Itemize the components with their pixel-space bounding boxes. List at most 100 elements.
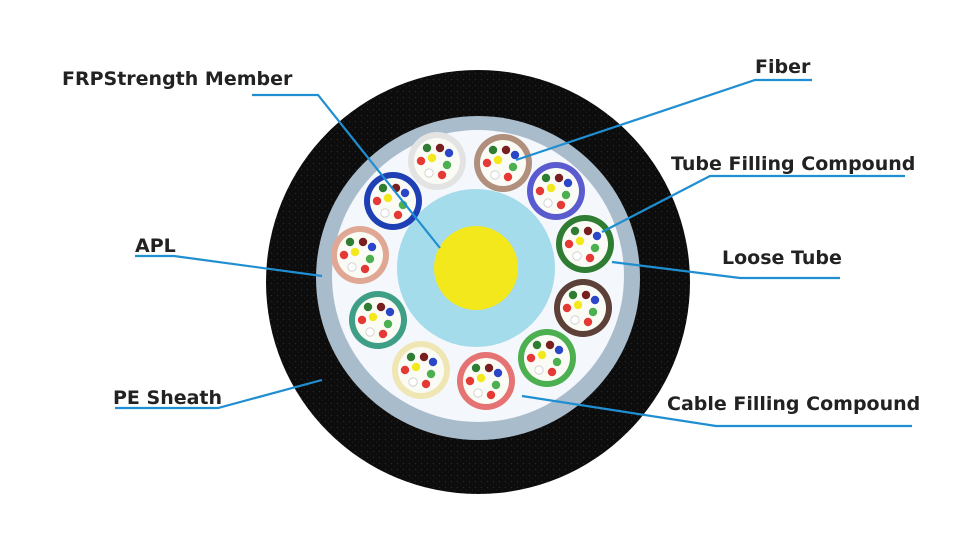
leader-apl [135, 254, 323, 278]
fiber [572, 251, 582, 261]
fiber [347, 262, 357, 272]
fiber [400, 188, 410, 198]
fiber [406, 352, 416, 362]
fiber [442, 160, 452, 170]
loose-tube [457, 352, 515, 410]
fiber [471, 363, 481, 373]
fiber [484, 363, 494, 373]
fiber [510, 150, 520, 160]
fiber [583, 226, 593, 236]
loose-tube [518, 329, 576, 387]
leader-fiber [515, 78, 812, 162]
frp-strength-member [434, 226, 518, 310]
leader-tube-filling [601, 174, 905, 233]
fiber [554, 345, 564, 355]
fiber [592, 231, 602, 241]
fiber [534, 365, 544, 375]
fiber [526, 353, 536, 363]
fiber [427, 153, 437, 163]
fiber [581, 290, 591, 300]
fiber [473, 388, 483, 398]
fiber [411, 362, 421, 372]
fiber [419, 352, 429, 362]
loose-tube [554, 279, 612, 337]
fiber [424, 168, 434, 178]
loose-tube [408, 132, 466, 190]
fiber [585, 253, 595, 263]
fiber [339, 250, 349, 260]
fiber [422, 143, 432, 153]
fiber [564, 239, 574, 249]
fiber [575, 236, 585, 246]
fiber [561, 190, 571, 200]
fiber [372, 196, 382, 206]
leader-cable-filling [521, 394, 912, 428]
leader-loose-tube [611, 260, 840, 280]
label-cable-filling-compound: Cable Filling Compound [667, 393, 920, 415]
label-fiber: Fiber [755, 56, 811, 78]
fiber [570, 226, 580, 236]
fiber [543, 198, 553, 208]
fiber [541, 173, 551, 183]
fiber [535, 186, 545, 196]
fiber [428, 357, 438, 367]
fiber [583, 317, 593, 327]
label-pe-sheath: PE Sheath [113, 387, 222, 409]
loose-tube [364, 172, 422, 230]
fiber [426, 369, 436, 379]
fiber [365, 327, 375, 337]
loose-tube [527, 162, 585, 220]
fiber [501, 145, 511, 155]
fiber [376, 302, 386, 312]
fiber [590, 243, 600, 253]
label-frp-strength-member: FRPStrength Member [62, 68, 293, 90]
fiber [537, 350, 547, 360]
fiber [570, 315, 580, 325]
fiber [360, 264, 370, 274]
fiber [488, 145, 498, 155]
fiber [552, 357, 562, 367]
fiber [563, 178, 573, 188]
fiber [383, 193, 393, 203]
loose-tube [349, 291, 407, 349]
fiber [562, 303, 572, 313]
fiber [437, 170, 447, 180]
fiber [350, 247, 360, 257]
fiber [590, 295, 600, 305]
fiber [556, 200, 566, 210]
fiber [465, 376, 475, 386]
fiber [545, 340, 555, 350]
label-apl: APL [135, 235, 176, 257]
fiber [573, 300, 583, 310]
fiber [393, 210, 403, 220]
fiber [588, 307, 598, 317]
fiber [408, 377, 418, 387]
cable-body [266, 70, 690, 494]
fiber [365, 254, 375, 264]
fiber [547, 367, 557, 377]
fiber [357, 315, 367, 325]
loose-tubes-group [331, 132, 614, 410]
label-tube-filling-compound: Tube Filling Compound [671, 153, 915, 175]
fiber [490, 170, 500, 180]
leader-frp [252, 93, 441, 249]
fiber [383, 319, 393, 329]
fiber [546, 183, 556, 193]
fiber [400, 365, 410, 375]
fiber [444, 148, 454, 158]
fiber [378, 329, 388, 339]
fiber [486, 390, 496, 400]
fiber [568, 290, 578, 300]
fiber [363, 302, 373, 312]
fiber [421, 379, 431, 389]
fiber [493, 368, 503, 378]
label-loose-tube: Loose Tube [722, 247, 842, 269]
fiber [385, 307, 395, 317]
leader-pe-sheath [115, 378, 323, 410]
fiber [367, 242, 377, 252]
fiber [493, 155, 503, 165]
fiber [345, 237, 355, 247]
fiber [532, 340, 542, 350]
fiber [491, 380, 501, 390]
